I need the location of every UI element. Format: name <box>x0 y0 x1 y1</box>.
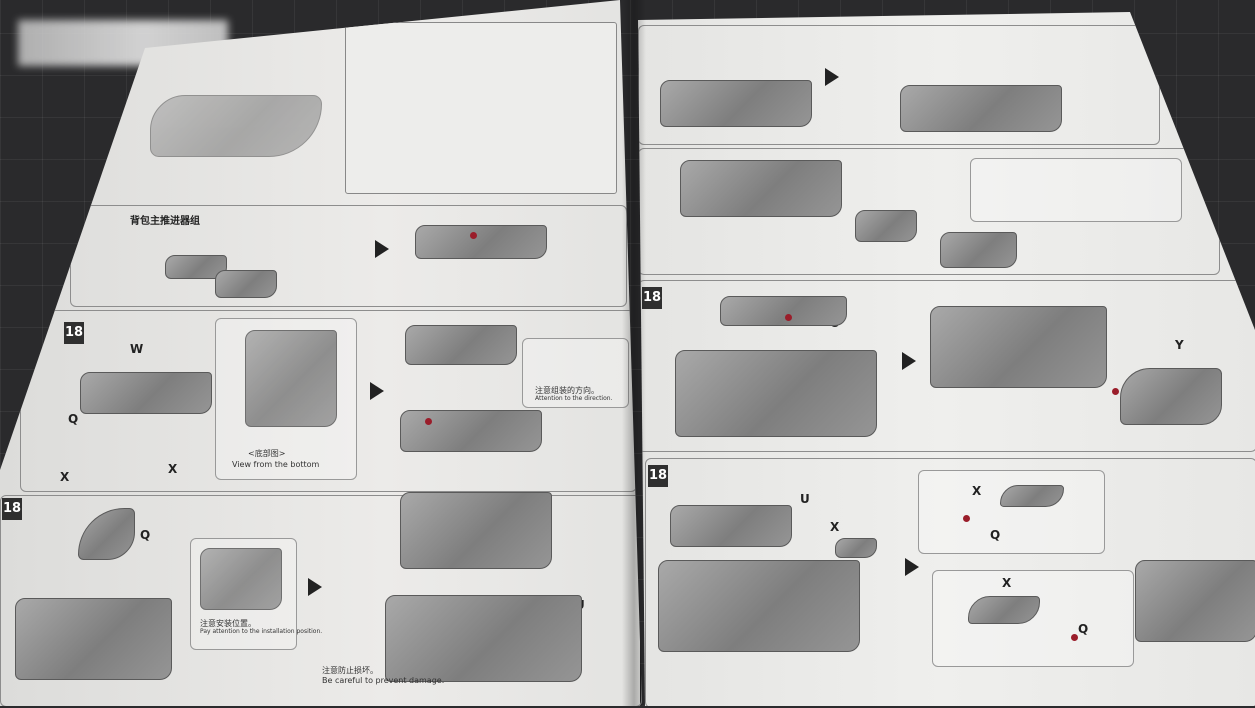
part-assembly <box>400 410 542 452</box>
step-18-bottom-badge: 18 <box>2 498 22 520</box>
damage-note-cn: 注意防止损坏。 <box>322 666 378 675</box>
step-17-arrow <box>375 240 389 258</box>
part-assembly <box>660 80 812 127</box>
part-label-x: X <box>60 470 70 484</box>
part-piece <box>835 538 877 558</box>
part-piece <box>940 232 1017 268</box>
step-18-bottom-arrow <box>308 578 322 596</box>
part-label-q: Q <box>1078 622 1089 636</box>
part-assembly <box>675 350 877 437</box>
detail-inset-lower <box>932 570 1134 667</box>
red-detail <box>1112 388 1119 395</box>
manual-right-page: 18 U Y 18 U X X Q X Q <box>638 12 1255 706</box>
detail-inset-upper <box>918 470 1105 554</box>
part-piece <box>720 296 847 326</box>
part-piece <box>855 210 917 242</box>
part-assembly <box>15 598 172 680</box>
part-label-q: Q <box>990 528 1001 542</box>
step-17-title: 背包主推进器组 <box>130 216 200 227</box>
installation-note-en: Pay attention to the installation positi… <box>200 628 323 635</box>
bottom-view-part <box>245 330 337 427</box>
red-detail <box>425 418 432 425</box>
part-label-x: X <box>830 520 840 534</box>
direction-note-en: Attention to the direction. <box>535 395 613 402</box>
part-assembly <box>385 595 582 682</box>
part-label-x: X <box>168 462 178 476</box>
detail-inset <box>970 158 1182 222</box>
part-assembly <box>900 85 1062 132</box>
damage-note-en: Be careful to prevent damage. <box>322 676 445 685</box>
direction-inset <box>522 338 629 408</box>
step-18-a-badge: 18 <box>642 287 662 309</box>
part-assembly <box>415 225 547 259</box>
curved-part <box>1120 368 1222 425</box>
bottom-view-caption-en: View from the bottom <box>232 460 320 469</box>
installation-part <box>200 548 282 610</box>
part-piece <box>670 505 792 547</box>
direction-note-cn: 注意组装的方向。 <box>535 386 599 395</box>
part-label-x: X <box>972 484 982 498</box>
part-label-w: W <box>130 342 144 356</box>
red-detail <box>1071 634 1078 641</box>
part-label-q: Q <box>68 412 79 426</box>
part-assembly <box>680 160 842 217</box>
step-18-top-badge: 18 <box>64 322 84 344</box>
step-18-b-badge: 18 <box>648 465 668 487</box>
mecha-preview-image <box>150 95 322 157</box>
step-18-a-arrow <box>902 352 916 370</box>
red-detail <box>470 232 477 239</box>
part-assembly <box>930 306 1107 388</box>
curved-part <box>1000 485 1064 507</box>
bottom-view-caption-cn: <底部图> <box>248 449 286 458</box>
step-18-top-arrow <box>370 382 384 400</box>
part-assembly <box>80 372 212 414</box>
part-assembly <box>1135 560 1255 642</box>
part-label-u: U <box>800 492 810 506</box>
parts-grid-thumbnail <box>345 22 617 194</box>
part-piece <box>215 270 277 298</box>
part-assembly <box>405 325 517 365</box>
manual-left-page: 背包主推进器组 18 W Q X X <底部图> View from the b… <box>0 0 642 706</box>
curved-part <box>968 596 1040 624</box>
book-spine-shadow <box>622 0 646 706</box>
part-label-x: X <box>1002 576 1012 590</box>
part-assembly <box>658 560 860 652</box>
installation-note-cn: 注意安装位置。 <box>200 619 256 628</box>
red-detail <box>785 314 792 321</box>
part-label-q: Q <box>140 528 151 542</box>
part-assembly <box>400 492 552 569</box>
part-label-y: Y <box>1175 338 1184 352</box>
right-top-arrow <box>825 68 839 86</box>
step-18-b-arrow <box>905 558 919 576</box>
red-detail <box>963 515 970 522</box>
step-18-b-panel <box>645 458 1255 706</box>
